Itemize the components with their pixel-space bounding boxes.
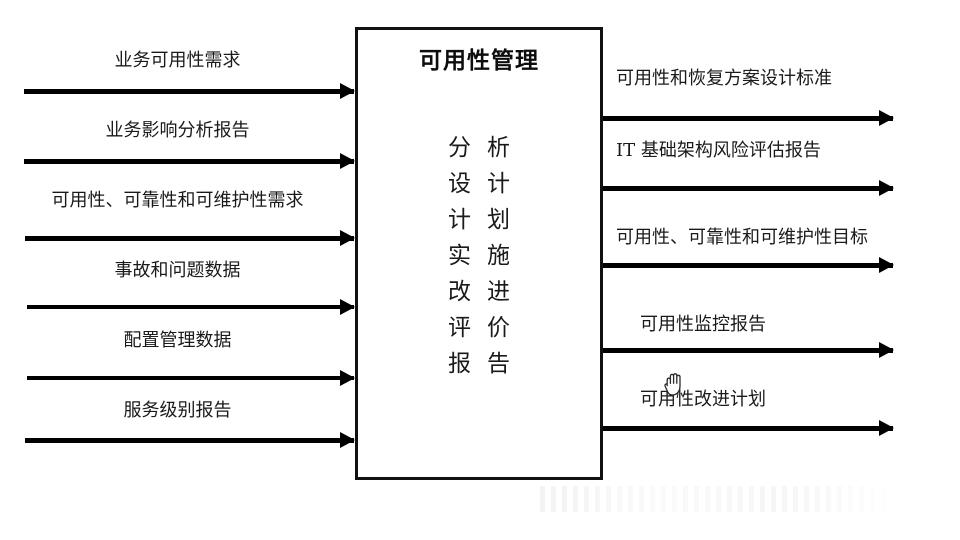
input-arrow-2	[24, 153, 355, 169]
watermark	[540, 486, 900, 512]
input-label-2: 业务影响分析报告	[105, 120, 250, 141]
input-label-4: 事故和问题数据	[114, 260, 241, 281]
activity-item: 计划	[448, 207, 526, 233]
output-label-3: 可用性、可靠性和可维护性目标	[616, 227, 868, 248]
input-arrow-1	[24, 83, 355, 99]
output-label-5: 可用性改进计划	[640, 389, 766, 410]
output-label-2: IT 基础架构风险评估报告	[616, 140, 821, 161]
input-arrow-6	[25, 432, 355, 448]
input-label-3: 可用性、可靠性和可维护性需求	[51, 190, 304, 211]
output-arrow-4	[603, 342, 894, 358]
activity-item: 改进	[448, 279, 526, 305]
output-arrow-2	[603, 180, 894, 196]
process-activity-list: 分析 设计 计划 实施 改进 评价 报告	[358, 130, 600, 382]
input-label-5: 配置管理数据	[123, 330, 232, 351]
process-box: 可用性管理 分析 设计 计划 实施 改进 评价 报告	[355, 27, 603, 480]
process-title: 可用性管理	[419, 48, 539, 74]
output-arrow-5	[603, 420, 894, 436]
input-label-6: 服务级别报告	[123, 400, 232, 421]
input-label-1: 业务可用性需求	[114, 50, 241, 71]
input-arrow-3	[25, 230, 355, 246]
output-label-4: 可用性监控报告	[640, 314, 766, 335]
activity-item: 分析	[448, 135, 526, 161]
activity-item: 报告	[448, 351, 526, 377]
output-arrow-1	[603, 110, 894, 126]
activity-item: 评价	[448, 315, 526, 341]
input-arrow-5	[27, 370, 355, 386]
activity-item: 设计	[448, 171, 526, 197]
output-label-1: 可用性和恢复方案设计标准	[616, 68, 832, 89]
input-arrow-4	[27, 299, 355, 315]
activity-item: 实施	[448, 243, 526, 269]
output-arrow-3	[603, 257, 894, 273]
